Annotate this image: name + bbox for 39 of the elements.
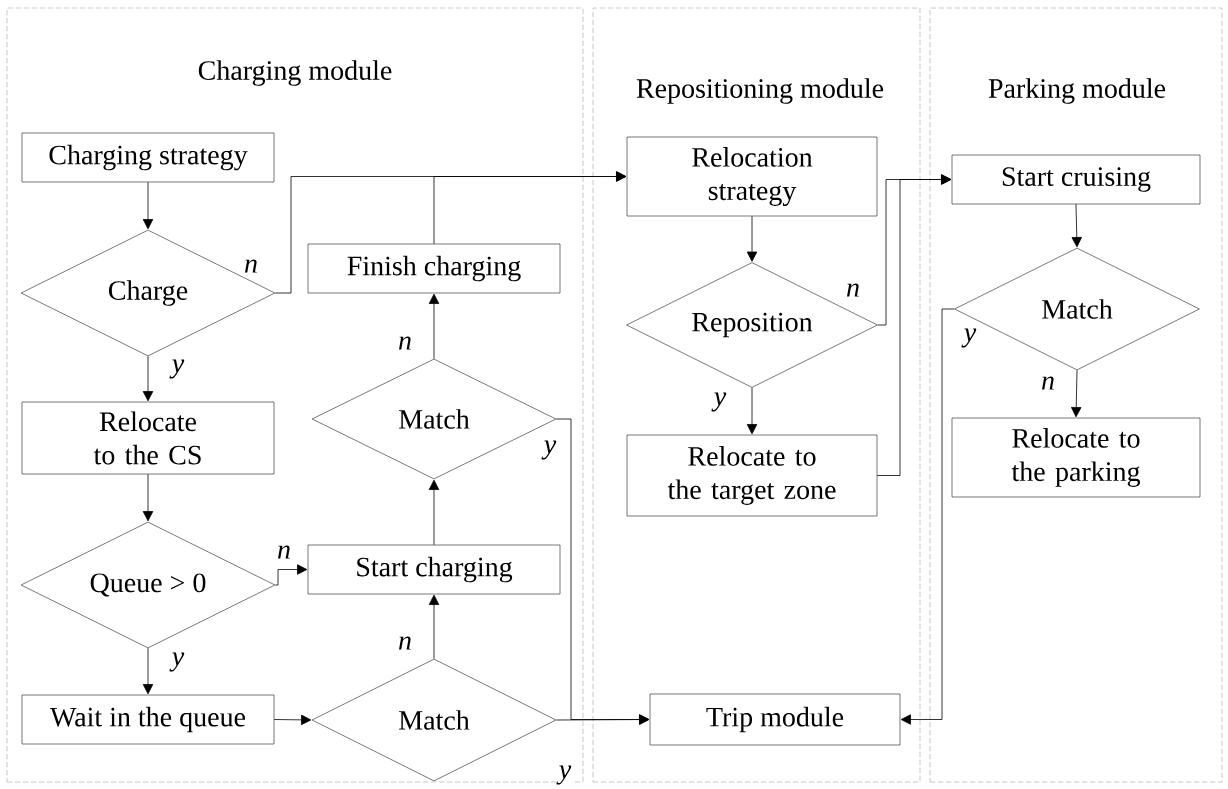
edge-label: n <box>396 335 414 351</box>
edge-label: y <box>711 391 728 413</box>
edge-label: n <box>242 258 260 274</box>
arrow <box>428 479 440 546</box>
process-box: Charging strategy <box>21 132 275 183</box>
edge-label: n <box>396 635 414 651</box>
arrow <box>142 473 154 522</box>
arrow <box>433 171 627 245</box>
arrow <box>142 181 154 230</box>
arrow <box>142 355 154 402</box>
edge-label: n <box>1039 375 1057 391</box>
process-box: Trip module <box>649 693 901 746</box>
edge-label: y <box>169 358 186 380</box>
arrow <box>746 387 758 435</box>
edge-label: n <box>844 282 862 298</box>
arrow <box>274 564 308 586</box>
process-box: Wait in the queue <box>21 694 275 745</box>
arrow <box>555 714 650 725</box>
process-box: Relocate to the parking <box>951 417 1201 498</box>
arrow <box>273 714 312 726</box>
edge-label: y <box>541 439 558 461</box>
arrow <box>900 308 955 725</box>
process-box: Relocate to the target zone <box>626 434 878 517</box>
edge-label: y <box>556 764 573 786</box>
arrow <box>428 594 440 660</box>
arrow <box>428 293 440 360</box>
arrow <box>142 647 154 695</box>
process-box: Relocate to the CS <box>21 401 275 475</box>
edge-label: n <box>275 544 293 560</box>
arrow <box>1071 203 1082 248</box>
arrow <box>1071 369 1082 418</box>
process-box: Start cruising <box>951 154 1201 205</box>
edge-label: y <box>169 651 186 673</box>
arrow <box>746 215 758 262</box>
edge-label: y <box>961 327 978 349</box>
process-box: Finish charging <box>307 243 561 294</box>
arrow <box>876 174 952 476</box>
process-box: Relocation strategy <box>626 136 878 217</box>
process-box: Start charging <box>307 544 561 595</box>
